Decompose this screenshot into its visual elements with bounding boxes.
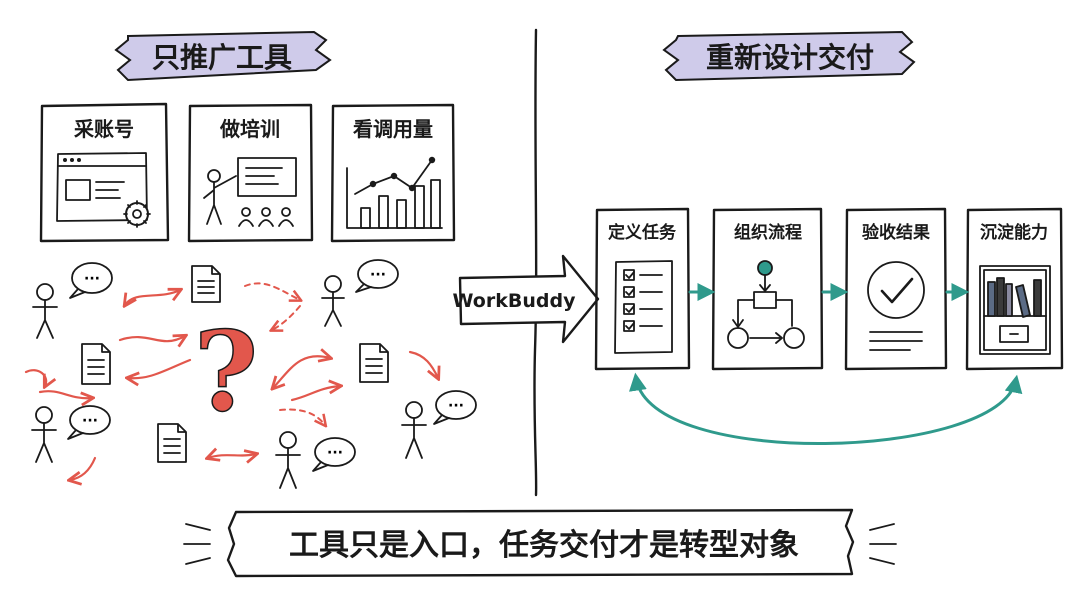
card-buy-accounts: 采账号 bbox=[39, 102, 170, 243]
speech-bubble-icon: ··· bbox=[355, 259, 399, 293]
document-icon bbox=[191, 265, 221, 303]
person-icon bbox=[275, 431, 301, 489]
emphasis-lines-right bbox=[869, 523, 897, 565]
person-icon bbox=[31, 406, 57, 463]
usage-chart-icon bbox=[346, 156, 443, 229]
step-organize-flow: 组织流程 bbox=[711, 207, 824, 371]
speech-text: ··· bbox=[448, 398, 464, 414]
person-icon bbox=[32, 283, 58, 339]
card-usage: 看调用量 bbox=[330, 103, 456, 243]
speech-text: ··· bbox=[82, 413, 98, 429]
question-mark: ? bbox=[194, 307, 258, 436]
card-label: 做培训 bbox=[219, 117, 280, 141]
footer-banner: 工具只是入口，任务交付才是转型对象 bbox=[183, 508, 897, 578]
speech-bubble-icon: ··· bbox=[433, 390, 477, 425]
step-label: 沉淀能力 bbox=[980, 222, 1048, 243]
browser-settings-icon bbox=[56, 152, 151, 228]
right-title: 重新设计交付 bbox=[706, 41, 874, 74]
card-label: 采账号 bbox=[74, 117, 134, 141]
feedback-loop-arrow bbox=[629, 372, 1023, 446]
step-label: 定义任务 bbox=[608, 222, 677, 243]
workbuddy-arrow: WorkBuddy bbox=[453, 254, 600, 344]
left-title: 只推广工具 bbox=[152, 41, 292, 74]
right-title-banner: 重新设计交付 bbox=[662, 30, 916, 82]
step-accept-result: 验收结果 bbox=[844, 207, 948, 371]
speech-text: ··· bbox=[370, 267, 386, 283]
vertical-divider bbox=[533, 28, 538, 497]
person-icon bbox=[321, 275, 345, 327]
document-icon bbox=[359, 343, 389, 383]
step-define-task: 定义任务 bbox=[594, 207, 691, 371]
step-build-capability: 沉淀能力 bbox=[965, 207, 1064, 371]
document-icon bbox=[81, 343, 111, 385]
speech-text: ··· bbox=[327, 445, 343, 461]
flowchart-icon bbox=[727, 260, 805, 349]
checklist-icon bbox=[614, 260, 673, 354]
speech-text: ··· bbox=[84, 271, 100, 287]
check-circle-document-icon bbox=[867, 261, 925, 351]
bookshelf-icon bbox=[979, 265, 1051, 355]
step-label: 验收结果 bbox=[862, 222, 930, 243]
card-label: 看调用量 bbox=[353, 117, 433, 141]
workbuddy-label: WorkBuddy bbox=[453, 290, 577, 312]
footer-text: 工具只是入口，任务交付才是转型对象 bbox=[289, 528, 799, 563]
left-title-banner: 只推广工具 bbox=[114, 30, 332, 82]
step-label: 组织流程 bbox=[734, 222, 802, 243]
person-icon bbox=[401, 401, 427, 459]
training-presentation-icon bbox=[203, 157, 297, 227]
chaos-area: ··· ··· ··· ··· ··· bbox=[24, 259, 477, 489]
document-icon bbox=[157, 423, 187, 463]
emphasis-lines-left bbox=[183, 523, 211, 565]
speech-bubble-icon: ··· bbox=[69, 262, 113, 299]
card-training: 做培训 bbox=[187, 103, 314, 243]
speech-bubble-icon: ··· bbox=[312, 437, 356, 472]
speech-bubble-icon: ··· bbox=[67, 405, 111, 440]
